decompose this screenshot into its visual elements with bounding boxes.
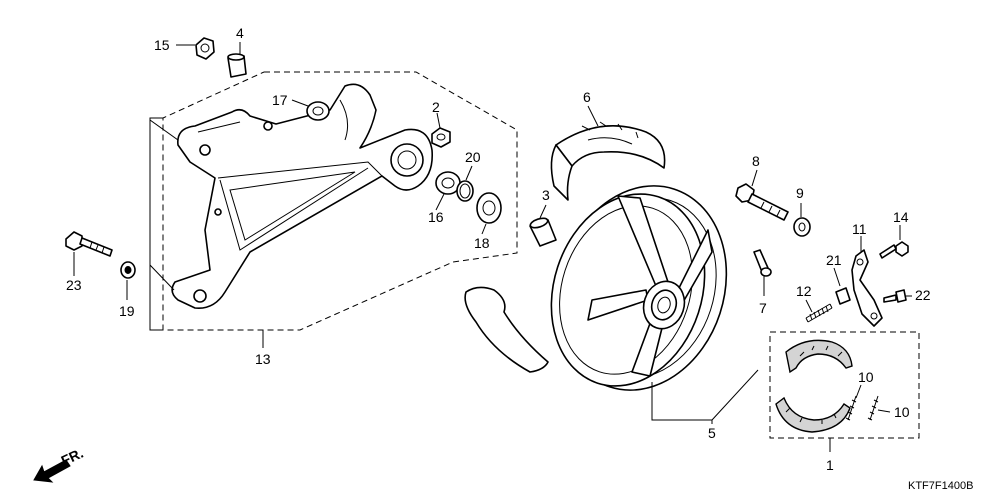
valve-7 [753,249,772,277]
callout-18: 18 [474,235,490,251]
collar-3 [529,217,557,247]
collar-4 [227,53,247,78]
bolt-23 [65,231,113,257]
callout-7: 7 [759,300,767,316]
washer-19 [120,261,136,279]
callout-12: 12 [796,283,812,299]
callout-14: 14 [893,209,909,225]
spring-12 [805,303,833,323]
tire-section [464,286,549,373]
callout-20: 20 [465,149,481,165]
callout-6: 6 [583,89,591,105]
oil-seal-18 [476,192,502,224]
axle-8 [735,183,789,221]
front-arrow-label: FR. [59,445,86,469]
nut-15 [195,37,215,60]
leader-lines [73,42,912,452]
callout-9: 9 [796,185,804,201]
callout-22: 22 [915,287,931,303]
swingarm [171,83,434,309]
brake-shoe-lower [775,396,851,433]
callout-13: 13 [255,351,271,367]
callout-16: 16 [428,209,444,225]
callout-5: 5 [708,425,716,441]
brake-shoe-group-box [769,331,920,439]
callout-21: 21 [826,252,842,268]
bolt-14 [879,241,909,259]
callout-15: 15 [154,37,170,53]
spring-10a [845,395,857,421]
callout-11: 11 [852,221,867,237]
callout-23: 23 [66,277,82,293]
spring-10b [867,395,879,421]
callout-3: 3 [542,187,550,203]
swingarm-group-box [162,71,518,331]
callout-2: 2 [432,99,440,115]
callout-19: 19 [119,303,135,319]
callout-1: 1 [826,457,834,473]
diagram-code: KTF7F1400B [908,480,973,492]
bolt-22 [883,289,907,303]
callout-4: 4 [236,25,244,41]
rear-wheel [550,185,728,391]
bearing-17 [306,101,330,121]
callout-10-b: 10 [894,404,910,420]
front-arrow: FR. [33,445,86,483]
callout-17: 17 [272,92,288,108]
brake-arm-11 [851,249,883,327]
dust-seal-2 [431,127,451,148]
brake-shoe-upper [785,339,853,374]
pin-21 [835,287,851,305]
callout-8: 8 [752,153,760,169]
rim-band-6 [550,121,666,201]
circlip-20 [456,180,474,202]
callout-10-a: 10 [858,369,874,385]
nut-9 [793,217,811,237]
